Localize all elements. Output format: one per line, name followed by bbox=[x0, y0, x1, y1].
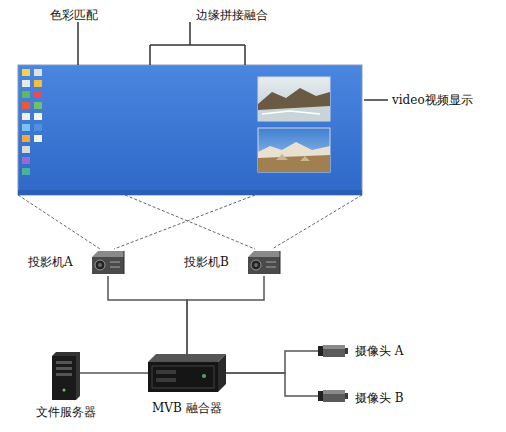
node-label: 文件服务器 bbox=[36, 405, 96, 419]
camera-node: 摄像头 B bbox=[318, 389, 348, 403]
camera-icon bbox=[318, 389, 348, 403]
blender-node: MVB 融合器 bbox=[148, 354, 226, 392]
node-label: 投影机B bbox=[184, 255, 229, 269]
connector-line bbox=[108, 276, 187, 354]
desktop-icons bbox=[22, 69, 42, 175]
blender-icon bbox=[148, 354, 226, 392]
node-label: MVB 融合器 bbox=[152, 401, 222, 415]
connector-line bbox=[80, 372, 148, 374]
node-label: 投影机A bbox=[28, 255, 73, 269]
projector-icon bbox=[246, 248, 282, 276]
connector-line bbox=[226, 351, 318, 373]
camera-node: 摄像头 A bbox=[318, 344, 348, 358]
camera-icon bbox=[318, 344, 348, 358]
connector-line bbox=[226, 373, 318, 396]
projection-screen bbox=[18, 65, 362, 195]
server-node: 文件服务器 bbox=[52, 352, 80, 400]
video-thumbnail bbox=[258, 128, 330, 172]
callout-label: 色彩匹配 bbox=[50, 8, 98, 22]
server-icon bbox=[52, 352, 80, 400]
callout-lines bbox=[78, 22, 388, 100]
projection-beams bbox=[18, 195, 362, 249]
projector-node: 投影机A bbox=[90, 248, 126, 276]
projector-icon bbox=[90, 248, 126, 276]
callout-label: 边缘拼接融合 bbox=[196, 8, 268, 22]
node-label: 摄像头 B bbox=[355, 391, 404, 405]
projector-node: 投影机B bbox=[246, 248, 282, 276]
video-thumbnail bbox=[258, 77, 330, 121]
callout-label: video视频显示 bbox=[392, 93, 473, 107]
connector-line bbox=[187, 276, 264, 354]
node-label: 摄像头 A bbox=[355, 344, 403, 358]
